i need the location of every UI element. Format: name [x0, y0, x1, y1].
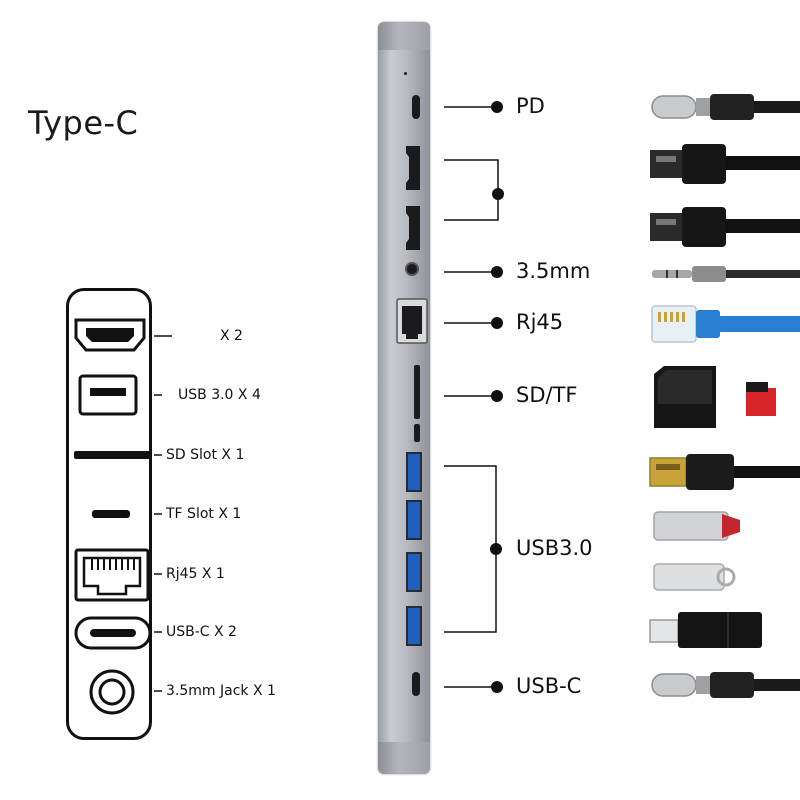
- audio-cable-icon: [652, 266, 800, 282]
- legend-label-hdmi: X 2: [220, 328, 243, 344]
- microsd-card-icon: [746, 382, 776, 416]
- legend-label-jack: 3.5mm Jack X 1: [166, 683, 276, 699]
- callout-label-usb3: USB3.0: [516, 536, 593, 560]
- callout-dot-pd: [491, 101, 503, 113]
- usb-a-cable-icon: [649, 454, 800, 490]
- hub-bottom-cap: [378, 742, 430, 774]
- callout-label-rj45: Rj45: [516, 310, 564, 334]
- hdmi-cable-icon: [650, 207, 800, 247]
- ethernet-cable-icon: [651, 305, 800, 343]
- usb-flash-drive-icon: [653, 563, 736, 591]
- usb-c-cable-icon: [651, 672, 800, 698]
- hdmi-cable-icon: [650, 144, 800, 184]
- hub-port-usb3-3: [406, 552, 422, 592]
- callout-label-pd: PD: [516, 94, 545, 118]
- hub-port-rj45: [396, 298, 428, 344]
- callout-dot-sdtf: [491, 390, 503, 402]
- hub-port-hdmi-2: [406, 206, 420, 250]
- hub-port-usbc: [412, 672, 420, 696]
- callout-label-audio: 3.5mm: [516, 259, 591, 283]
- usb-flash-drive-icon: [653, 511, 740, 541]
- callout-label-sdtf: SD/TF: [516, 383, 578, 407]
- callout-dot-hdmi: [492, 188, 504, 200]
- hub-port-usb3-1: [406, 452, 422, 492]
- hub-port-usb3-2: [406, 500, 422, 540]
- hub-port-tf: [414, 424, 420, 442]
- legend-label-sd: SD Slot X 1: [166, 447, 245, 463]
- ethernet-port-icon: [74, 548, 150, 602]
- callout-dot-usb3: [490, 543, 502, 555]
- usb-adapter-icon: [649, 612, 762, 648]
- sd-card-icon: [654, 366, 716, 428]
- hub-top-cap: [378, 22, 430, 50]
- hub-port-usb3-4: [406, 606, 422, 646]
- legend-label-rj45: Rj45 X 1: [166, 566, 225, 582]
- hub-port-audio: [405, 262, 419, 276]
- sd-slot-icon: [74, 451, 150, 459]
- port-legend-panel: [66, 288, 152, 740]
- legend-label-usb3: USB 3.0 X 4: [178, 387, 261, 403]
- usb-a-port-icon: [78, 374, 138, 416]
- usb-c-port-icon: [74, 616, 152, 650]
- hub-port-pd-usbc: [412, 95, 420, 119]
- legend-label-tf: TF Slot X 1: [166, 506, 242, 522]
- legend-label-usbc: USB-C X 2: [166, 624, 237, 640]
- callout-dot-audio: [491, 266, 503, 278]
- hub-port-hdmi-1: [406, 146, 420, 190]
- callout-dot-usbc: [491, 681, 503, 693]
- tf-slot-icon: [92, 510, 130, 518]
- callout-dot-rj45: [491, 317, 503, 329]
- usb-c-cable-icon: [651, 94, 800, 120]
- callout-label-usbc: USB-C: [516, 674, 582, 698]
- audio-jack-icon: [89, 669, 135, 715]
- hub-port-sd: [414, 365, 420, 419]
- usb-c-hub-body: [378, 22, 430, 774]
- hdmi-port-icon: [74, 318, 146, 352]
- legend-ticks: [154, 335, 172, 692]
- led-indicator-icon: [404, 72, 407, 75]
- page-title: Type-C: [28, 104, 139, 142]
